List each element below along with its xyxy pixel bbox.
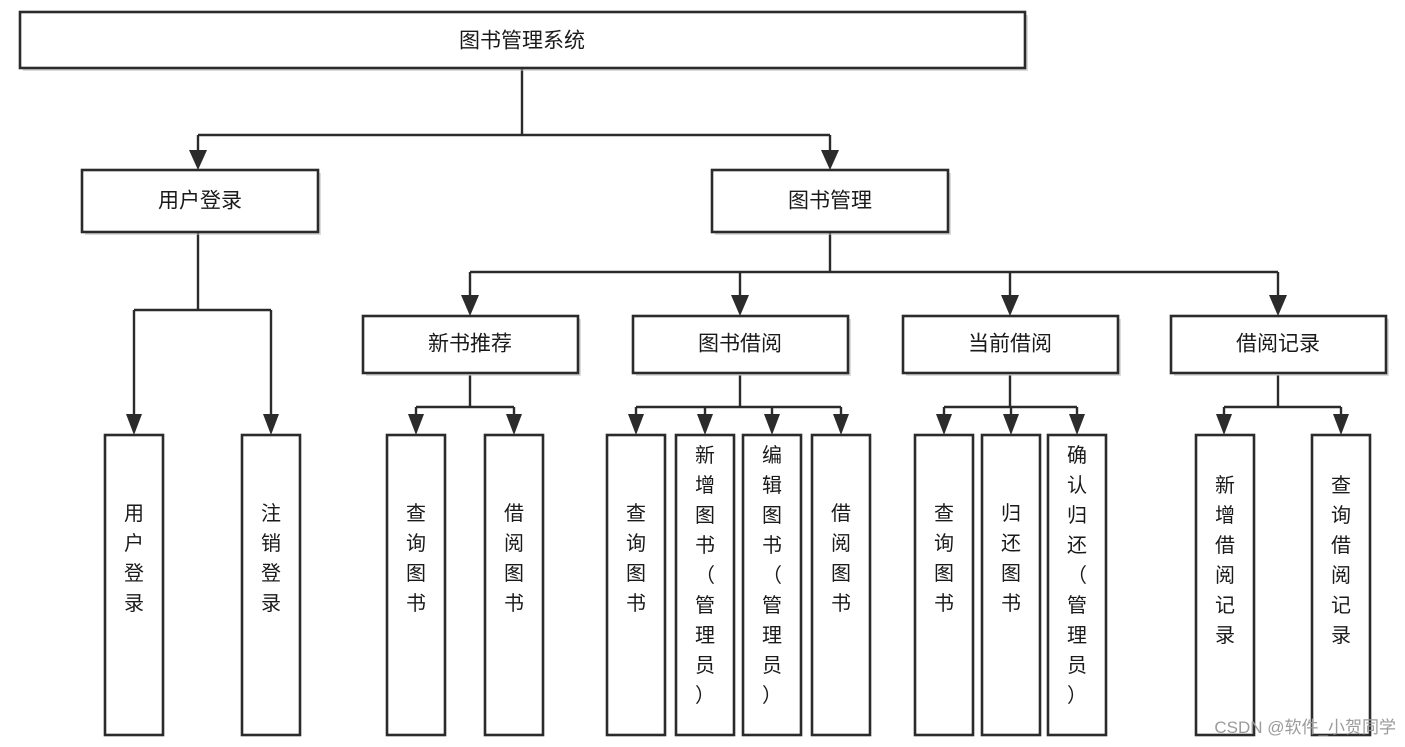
- node-leaf-user-login-box: [103, 433, 165, 737]
- node-leaf-query-book-2-label: 查询图书: [626, 502, 646, 615]
- arrowhead-book-management: [821, 150, 839, 170]
- node-leaf-return-book-label: 归还图书: [1001, 502, 1021, 615]
- node-borrow-record-box: [1169, 314, 1388, 375]
- node-leaf-query-book-1-box: [385, 433, 447, 737]
- arrowhead-leaf-confirm-return: [1069, 414, 1085, 435]
- arrowhead-current-borrow: [1001, 295, 1019, 316]
- arrowhead-user-login: [189, 150, 207, 170]
- arrowhead-leaf-query-book-3: [936, 414, 952, 435]
- node-leaf-borrow-book-2-box: [810, 433, 872, 737]
- node-leaf-borrow-book-1-box: [483, 433, 545, 737]
- node-book-management-box: [710, 168, 950, 234]
- node-leaf-return-book-box: [980, 433, 1042, 737]
- arrowhead-leaf-edit-book: [764, 414, 780, 435]
- node-leaf-add-record-label: 新增借阅记录: [1215, 474, 1235, 647]
- node-new-book-recommend-label: 新书推荐: [428, 333, 512, 356]
- csdn-watermark: CSDN @软件_小贺同学: [1214, 718, 1396, 737]
- arrowhead-leaf-borrow-book-2: [833, 414, 849, 435]
- node-current-borrow-box: [901, 314, 1120, 375]
- node-leaf-query-record[interactable]: 查询借阅记录: [1310, 433, 1372, 737]
- node-leaf-edit-book-box: [741, 433, 803, 737]
- node-leaf-query-book-2-box: [605, 433, 667, 737]
- arrowhead-borrow-record: [1269, 295, 1287, 316]
- node-book-management-label: 图书管理: [788, 190, 872, 213]
- node-leaf-edit-book[interactable]: 编辑图书（管理员）: [741, 433, 803, 737]
- node-root-box: [18, 10, 1027, 70]
- node-borrow-record-label: 借阅记录: [1236, 333, 1320, 356]
- node-leaf-borrow-book-2[interactable]: 借阅图书: [810, 433, 872, 737]
- node-leaf-add-book-label: 新增图书（管理员）: [695, 444, 715, 707]
- node-book-borrow-label: 图书借阅: [698, 333, 782, 356]
- node-new-book-recommend[interactable]: 新书推荐: [361, 314, 581, 376]
- node-new-book-recommend-box: [361, 314, 580, 375]
- node-leaf-user-logout-label: 注销登录: [261, 502, 281, 615]
- node-leaf-borrow-book-2-label: 借阅图书: [831, 502, 851, 615]
- node-leaf-add-book[interactable]: 新增图书（管理员）: [674, 433, 736, 737]
- node-root[interactable]: 图书管理系统: [18, 10, 1028, 71]
- node-leaf-query-record-label: 查询借阅记录: [1331, 474, 1351, 647]
- node-leaf-user-logout[interactable]: 注销登录: [240, 433, 302, 737]
- arrowhead-leaf-query-book-2: [628, 414, 644, 435]
- node-book-borrow[interactable]: 图书借阅: [631, 314, 851, 376]
- node-current-borrow[interactable]: 当前借阅: [901, 314, 1121, 376]
- arrowhead-leaf-add-record: [1216, 414, 1232, 435]
- node-leaf-query-book-3-label: 查询图书: [934, 502, 954, 615]
- node-leaf-confirm-return[interactable]: 确认归还（管理员）: [1046, 433, 1108, 737]
- leaf-layer: 用户登录 注销登录 查询图书 借阅图书 查询图书 新增图书（管理员）: [103, 433, 1372, 737]
- arrowhead-leaf-return-book: [1003, 414, 1019, 435]
- node-root-label: 图书管理系统: [459, 30, 585, 53]
- arrowhead-leaf-add-book: [697, 414, 713, 435]
- arrowhead-leaf-query-book-1: [408, 414, 424, 435]
- node-leaf-query-record-box: [1310, 433, 1372, 737]
- connector-layer: [126, 69, 1349, 435]
- node-leaf-return-book[interactable]: 归还图书: [980, 433, 1042, 737]
- node-leaf-add-record[interactable]: 新增借阅记录: [1194, 433, 1256, 737]
- node-user-login-box: [80, 168, 320, 234]
- arrowhead-new-book-recommend: [461, 295, 479, 316]
- node-leaf-query-book-1-label: 查询图书: [406, 502, 426, 615]
- node-leaf-user-login[interactable]: 用户登录: [103, 433, 165, 737]
- node-book-management[interactable]: 图书管理: [710, 168, 951, 235]
- node-leaf-query-book-2[interactable]: 查询图书: [605, 433, 667, 737]
- node-borrow-record[interactable]: 借阅记录: [1169, 314, 1389, 376]
- arrowhead-book-borrow: [731, 295, 749, 316]
- node-leaf-confirm-return-label: 确认归还（管理员）: [1067, 444, 1087, 707]
- arrowhead-leaf-user-logout: [263, 414, 279, 435]
- node-user-login[interactable]: 用户登录: [80, 168, 321, 235]
- node-leaf-user-logout-box: [240, 433, 302, 737]
- node-book-borrow-box: [631, 314, 850, 375]
- node-leaf-query-book-3[interactable]: 查询图书: [913, 433, 975, 737]
- node-leaf-user-login-label: 用户登录: [124, 503, 144, 615]
- node-leaf-add-record-box: [1194, 433, 1256, 737]
- node-leaf-borrow-book-1[interactable]: 借阅图书: [483, 433, 545, 737]
- node-current-borrow-label: 当前借阅: [968, 333, 1052, 356]
- arrowhead-leaf-user-login: [126, 414, 142, 435]
- node-leaf-edit-book-label: 编辑图书（管理员）: [762, 444, 782, 707]
- node-leaf-confirm-return-box: [1046, 433, 1108, 737]
- node-user-login-label: 用户登录: [158, 190, 242, 213]
- node-leaf-borrow-book-1-label: 借阅图书: [504, 502, 524, 615]
- node-leaf-query-book-1[interactable]: 查询图书: [385, 433, 447, 737]
- node-leaf-add-book-box: [674, 433, 736, 737]
- arrowhead-leaf-borrow-book-1: [506, 414, 522, 435]
- node-leaf-query-book-3-box: [913, 433, 975, 737]
- arrowhead-leaf-query-record: [1333, 414, 1349, 435]
